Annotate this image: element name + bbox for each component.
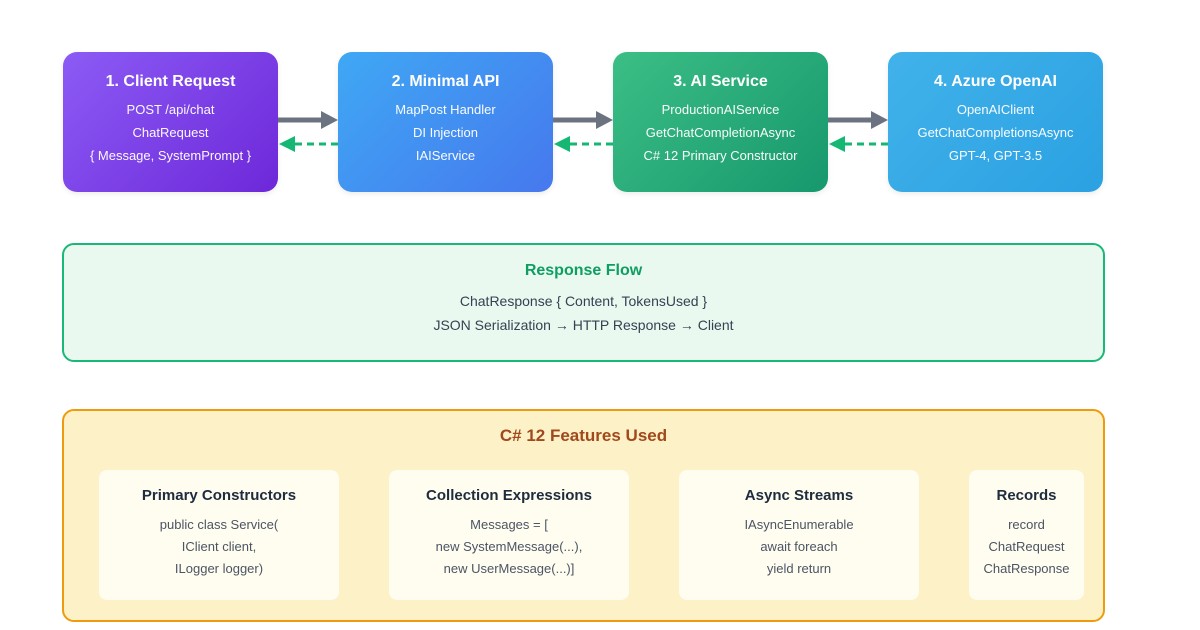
response-flow-panel: Response Flow ChatResponse { Content, To…	[62, 243, 1105, 362]
flow-step-line: MapPost Handler	[395, 102, 496, 117]
feature-card-title: Async Streams	[744, 487, 854, 504]
forward-arrow-icon	[278, 111, 338, 129]
flow-step-line: GPT-4, GPT-3.5	[948, 148, 1043, 163]
feature-card-line: public class Service(	[159, 517, 279, 532]
feature-card-lines: IAsyncEnumerable await foreach yield ret…	[679, 517, 919, 576]
flow-step-line: IAIService	[415, 148, 476, 163]
feature-card-line: record	[1008, 517, 1045, 532]
flow-step-line: ProductionAIService	[661, 102, 780, 117]
response-flow-lines: ChatResponse { Content, TokensUsed } JSO…	[64, 289, 1103, 337]
flow-step-title: 2. Minimal API	[391, 73, 500, 90]
flow-step-line: GetChatCompletionAsync	[645, 125, 796, 140]
feature-card-line: IClient client,	[181, 539, 257, 554]
feature-card-line: await foreach	[760, 539, 838, 554]
request-response-arrows-icon	[828, 111, 888, 152]
feature-card-line: yield return	[766, 561, 832, 576]
response-flow-line: JSON Serialization → HTTP Response → Cli…	[433, 317, 734, 333]
feature-card-primary-constructors: Primary Constructors public class Servic…	[99, 470, 339, 600]
connector-3-4	[828, 52, 888, 192]
feature-card-lines: public class Service( IClient client, IL…	[99, 517, 339, 576]
flow-step-line: GetChatCompletionsAsync	[917, 125, 1074, 140]
flow-step-title: 1. Client Request	[105, 73, 236, 90]
connector-1-2	[278, 52, 338, 192]
flow-step-lines: OpenAIClient GetChatCompletionsAsync GPT…	[888, 102, 1103, 164]
response-flow-title: Response Flow	[524, 262, 643, 279]
flow-step-line: POST /api/chat	[126, 102, 215, 117]
feature-card-line: ChatRequest	[988, 539, 1065, 554]
request-response-arrows-icon	[553, 111, 613, 152]
flow-step-lines: MapPost Handler DI Injection IAIService	[338, 102, 553, 164]
return-arrow-icon	[279, 136, 338, 152]
flow-step-line: { Message, SystemPrompt }	[89, 148, 252, 163]
feature-card-title: Collection Expressions	[426, 487, 592, 504]
flow-step-minimal-api: 2. Minimal API MapPost Handler DI Inject…	[338, 52, 553, 192]
flow-step-line: DI Injection	[412, 125, 479, 140]
flow-step-client-request: 1. Client Request POST /api/chat ChatReq…	[63, 52, 278, 192]
connector-2-3	[553, 52, 613, 192]
flow-step-azure-openai: 4. Azure OpenAI OpenAIClient GetChatComp…	[888, 52, 1103, 192]
feature-card-lines: record ChatRequest ChatResponse	[969, 517, 1084, 576]
flow-step-line: C# 12 Primary Constructor	[643, 148, 798, 163]
response-flow-line: ChatResponse { Content, TokensUsed }	[459, 293, 708, 309]
csharp-features-title: C# 12 Features Used	[499, 426, 668, 445]
feature-card-title: Primary Constructors	[141, 487, 297, 504]
feature-card-line: ChatResponse	[983, 561, 1070, 576]
feature-card-collection-expressions: Collection Expressions Messages = [ new …	[389, 470, 629, 600]
csharp-features-panel: C# 12 Features Used Primary Constructors…	[62, 409, 1105, 622]
feature-card-line: ILogger logger)	[174, 561, 264, 576]
feature-card-lines: Messages = [ new SystemMessage(...), new…	[389, 517, 629, 576]
flow-step-title: 3. AI Service	[673, 73, 768, 90]
return-arrow-icon	[554, 136, 613, 152]
flow-step-lines: ProductionAIService GetChatCompletionAsy…	[613, 102, 828, 164]
flow-step-title: 4. Azure OpenAI	[934, 73, 1057, 90]
forward-arrow-icon	[828, 111, 888, 129]
feature-card-line: new SystemMessage(...),	[435, 539, 583, 554]
request-response-arrows-icon	[278, 111, 338, 152]
forward-arrow-icon	[553, 111, 613, 129]
flow-step-lines: POST /api/chat ChatRequest { Message, Sy…	[63, 102, 278, 164]
feature-card-title: Records	[996, 487, 1057, 504]
flow-step-line: OpenAIClient	[956, 102, 1035, 117]
feature-card-line: new UserMessage(...)]	[443, 561, 575, 576]
feature-card-line: IAsyncEnumerable	[744, 517, 854, 532]
flow-row: 1. Client Request POST /api/chat ChatReq…	[63, 52, 1103, 192]
feature-card-async-streams: Async Streams IAsyncEnumerable await for…	[679, 470, 919, 600]
flow-step-line: ChatRequest	[132, 125, 209, 140]
return-arrow-icon	[829, 136, 888, 152]
feature-card-records: Records record ChatRequest ChatResponse	[969, 470, 1084, 600]
feature-card-line: Messages = [	[470, 517, 548, 532]
flow-step-ai-service: 3. AI Service ProductionAIService GetCha…	[613, 52, 828, 192]
feature-cards-row: Primary Constructors public class Servic…	[99, 470, 1103, 600]
